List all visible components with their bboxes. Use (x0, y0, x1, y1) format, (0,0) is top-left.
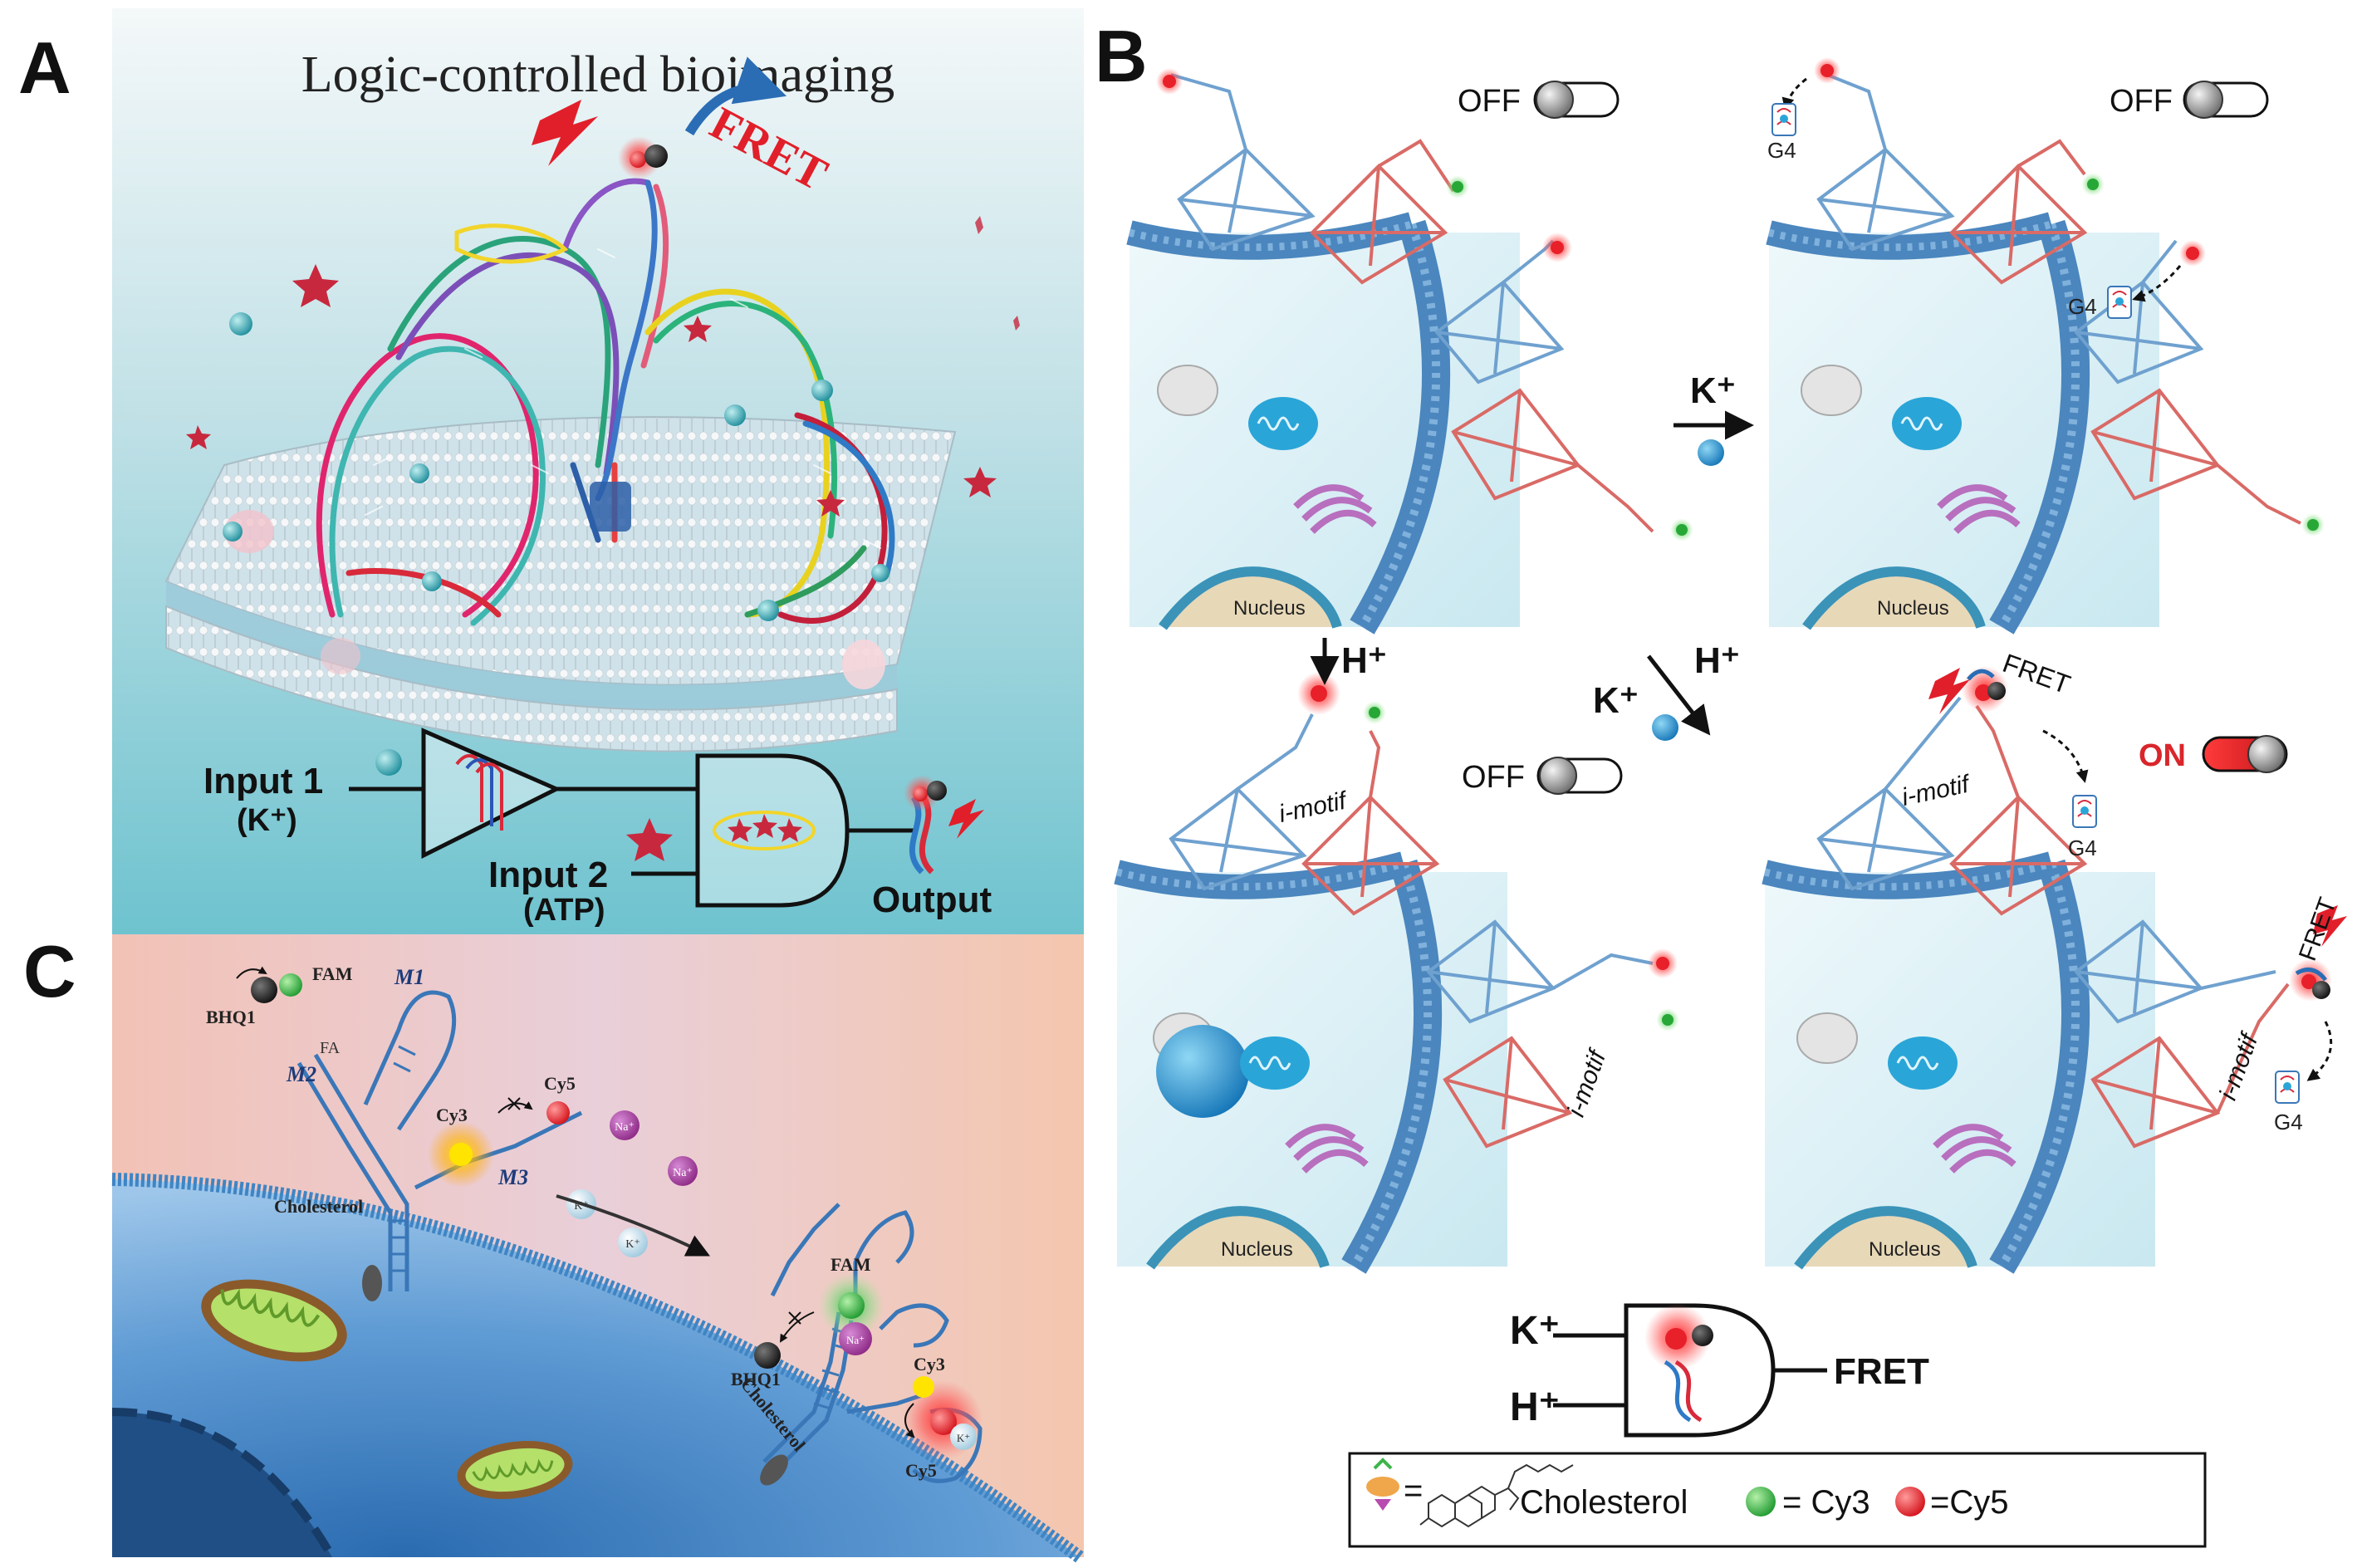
legend-cy5: =Cy5 (1930, 1484, 2009, 1521)
diag-k-label: K⁺ (1593, 680, 1639, 721)
output-label: Output (872, 880, 992, 920)
input2-label: Input 2 (488, 855, 608, 895)
k-ions (223, 312, 889, 621)
toggle-top-left: OFF (1458, 81, 1620, 119)
imotif-label: i-motif (1899, 770, 1973, 811)
legend: = Cholesterol = Cy3 =Cy5 (1348, 1452, 2207, 1548)
gate-output: FRET (1834, 1351, 1929, 1392)
logic-gate-b: K⁺ H⁺ FRET (1510, 1303, 1929, 1438)
m2-label: M2 (286, 1062, 316, 1086)
fam-label-c1: FAM (312, 963, 353, 984)
h-arrow: H⁺ (1310, 638, 1387, 685)
m1-label: M1 (394, 965, 424, 989)
cy3-label-c1: Cy3 (436, 1105, 468, 1125)
nucleus-label: Nucleus (1221, 1238, 1293, 1261)
panel-c: C (23, 930, 1084, 1563)
bhq1-label-c1: BHQ1 (206, 1007, 256, 1027)
imotif-label: i-motif (1562, 1045, 1612, 1120)
lightning-icon (2313, 905, 2347, 947)
toggle-top-right: OFF (2110, 81, 2269, 119)
fret-label-b1: FRET (1999, 648, 2075, 699)
panel-a-letter: A (18, 27, 71, 109)
lightning-icon (1928, 668, 1970, 714)
state-label-on: ON (2139, 738, 2186, 773)
k-arrow: K⁺ (1673, 370, 1754, 466)
cholesterol-icon: = (1366, 1458, 1574, 1528)
legend-cy3: = Cy3 (1782, 1484, 1870, 1521)
gate-input-h: H⁺ (1510, 1385, 1560, 1429)
g4-icon (2072, 795, 2097, 828)
state-label: OFF (1458, 84, 1521, 119)
input1-label: Input 1 (203, 761, 323, 801)
fa-label: FA (320, 1039, 341, 1057)
k-label-bound: K⁺ (957, 1432, 970, 1444)
panel-b-letter: B (1095, 15, 1148, 97)
h-arrow-label: H⁺ (1341, 640, 1387, 681)
cy3-label-c2: Cy3 (914, 1354, 945, 1374)
toggle-bottom-right: ON (2139, 735, 2288, 773)
logic-gate-a: Input 1 (K⁺) Input 2 (ATP) (203, 728, 992, 928)
g4-label: G4 (2068, 294, 2097, 319)
g4-icon (2107, 286, 2132, 319)
state-label: OFF (2110, 84, 2173, 119)
quadrant-top-right: Nucleus G4 (1766, 57, 2325, 635)
probe-before (296, 990, 583, 1291)
quadrant-top-left: Nucleus (1126, 68, 1693, 635)
panel-c-letter: C (23, 930, 76, 1012)
cell-cytoplasm (112, 1179, 1080, 1557)
imotif-label: i-motif (2214, 1028, 2264, 1104)
imotif-label: i-motif (1277, 786, 1350, 828)
bhq1-label-c2: BHQ1 (731, 1369, 781, 1389)
diagonal-arrow: K⁺ H⁺ (1593, 640, 1740, 741)
reaction-arrow (556, 1194, 711, 1257)
mitochondrion (201, 1279, 347, 1362)
cy5-label-c2: Cy5 (905, 1460, 937, 1481)
toggle-bottom-left: OFF (1462, 757, 1623, 795)
g4-label: G4 (2274, 1110, 2303, 1134)
na-label: Na⁺ (615, 1121, 635, 1134)
cell-membrane (111, 1173, 1084, 1563)
g4-icon (2275, 1071, 2300, 1104)
svg-text:=: = (1404, 1472, 1423, 1509)
m3-label: M3 (497, 1165, 528, 1189)
nucleus-label: Nucleus (1869, 1238, 1941, 1261)
nucleus-label: Nucleus (1877, 597, 1949, 620)
g4-label: G4 (2068, 835, 2097, 860)
g4-icon (1772, 103, 1796, 136)
g4-label: G4 (1767, 138, 1796, 163)
na-label-bound: Na⁺ (846, 1334, 865, 1346)
fam-label-c2: FAM (831, 1254, 871, 1275)
gate-input-k: K⁺ (1510, 1309, 1560, 1353)
input1-sub: (K⁺) (237, 803, 297, 838)
diag-h-label: H⁺ (1694, 640, 1740, 681)
panel-a-title: Logic-controlled bioimaging (301, 47, 895, 103)
panel-b: B Nucleus (1095, 15, 2347, 1548)
nucleus-label: Nucleus (1233, 597, 1306, 620)
legend-cholesterol: Cholesterol (1520, 1484, 1688, 1521)
k-arrow-label: K⁺ (1690, 370, 1736, 411)
lightning-icon (532, 100, 598, 166)
atp-stars (186, 216, 1020, 517)
cy5-label-c1: Cy5 (544, 1073, 576, 1094)
mitochondrion (457, 1440, 573, 1500)
na-label: Na⁺ (673, 1167, 693, 1179)
panel-a: A Logic-controlled bioimaging (18, 8, 1084, 934)
cholesterol-label-c1: Cholesterol (274, 1196, 363, 1217)
input2-sub: (ATP) (523, 893, 605, 928)
state-label: OFF (1462, 760, 1525, 795)
lipid-bilayer (164, 416, 957, 752)
k-label: K⁺ (625, 1238, 640, 1251)
